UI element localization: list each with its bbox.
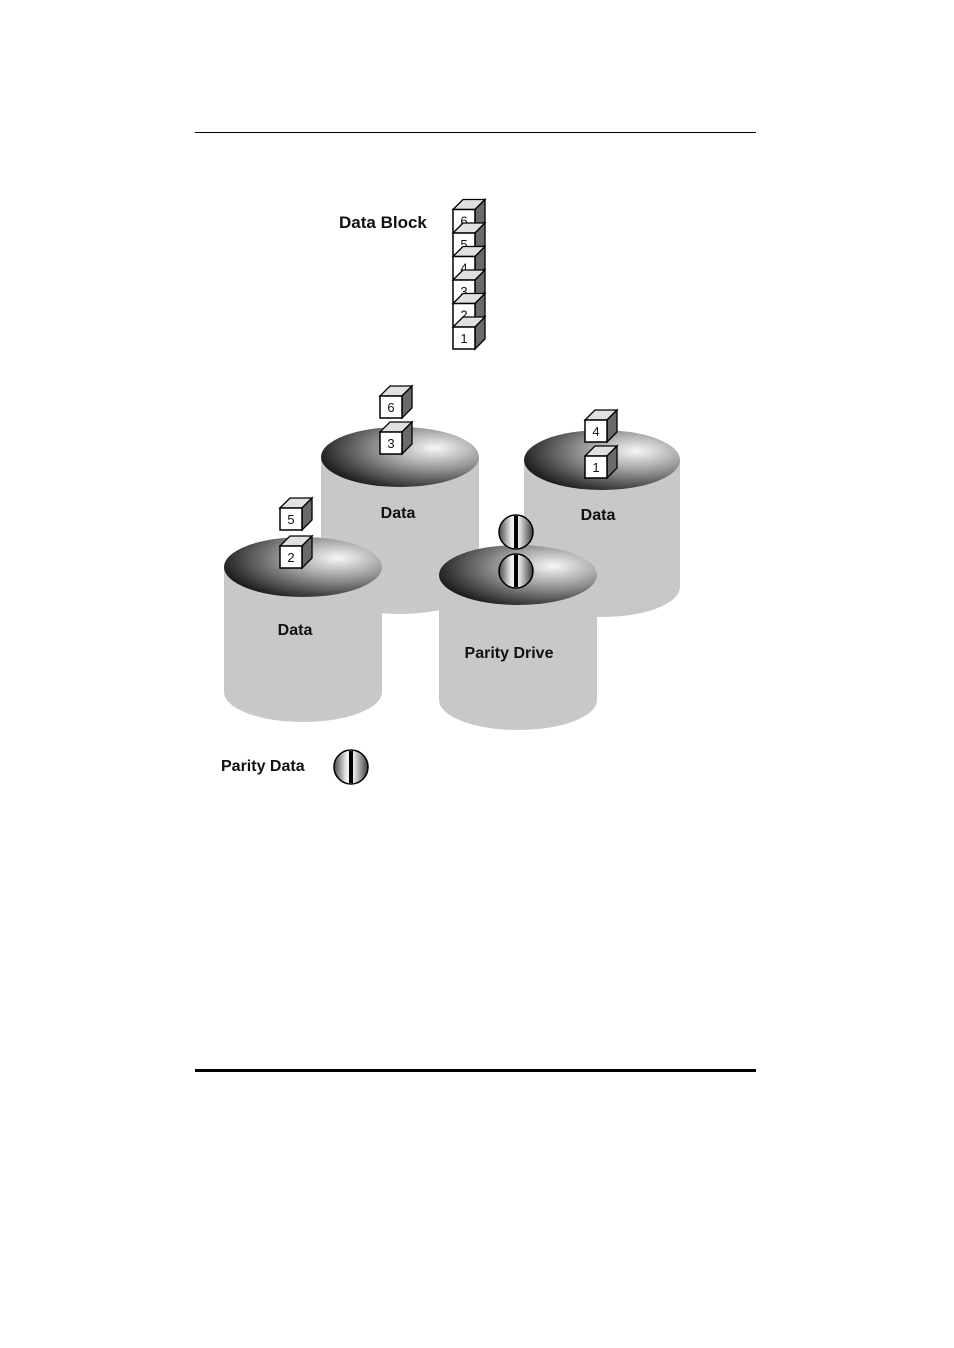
drive-label-data-center: Data — [381, 505, 416, 522]
data-block-stack: 6 5 4 3 2 1 — [451, 197, 487, 351]
drive-data-right-block-1-number: 1 — [592, 460, 599, 475]
drive-data-center-top — [321, 427, 479, 487]
data-block-1-number: 1 — [460, 331, 467, 346]
drive-data-center-block-3-number: 3 — [387, 436, 394, 451]
drive-data-center-block-6-number: 6 — [387, 400, 394, 415]
data-block-3-number: 3 — [460, 284, 467, 299]
drive-parity — [439, 514, 597, 730]
data-block-1: 1 — [451, 315, 487, 351]
drive-data-center-block-6: 6 — [378, 384, 414, 420]
footer-rule — [195, 1069, 756, 1072]
parity-disc-lower — [498, 553, 534, 589]
data-block-2-number: 2 — [460, 308, 467, 323]
parity-data-legend-icon — [333, 749, 369, 785]
drive-data-right-block-1: 1 — [583, 444, 619, 480]
drive-data-left-body — [224, 567, 382, 722]
drive-label-parity: Parity Drive — [465, 645, 554, 662]
drive-data-left-block-2: 2 — [278, 534, 314, 570]
data-block-6-number: 6 — [460, 214, 467, 229]
drive-data-right-block-4-number: 4 — [592, 424, 599, 439]
data-block-5-number: 5 — [460, 237, 467, 252]
drive-data-left-block-5: 5 — [278, 496, 314, 532]
drive-label-data-left: Data — [278, 622, 313, 639]
data-block-4-number: 4 — [460, 261, 467, 276]
drive-data-left-block-2-number: 2 — [287, 550, 294, 565]
parity-legend-disc — [333, 749, 369, 785]
drive-label-data-right: Data — [581, 507, 616, 524]
parity-disc-upper — [498, 514, 534, 550]
header-rule — [195, 132, 756, 133]
drive-data-right-block-4: 4 — [583, 408, 619, 444]
drive-data-left-block-5-number: 5 — [287, 512, 294, 527]
data-block-legend-label: Data Block — [339, 213, 427, 232]
drive-data-left: 25 — [224, 496, 382, 722]
drive-parity-body — [439, 575, 597, 730]
parity-data-legend-label: Parity Data — [221, 758, 305, 775]
drive-data-center-block-3: 3 — [378, 420, 414, 456]
